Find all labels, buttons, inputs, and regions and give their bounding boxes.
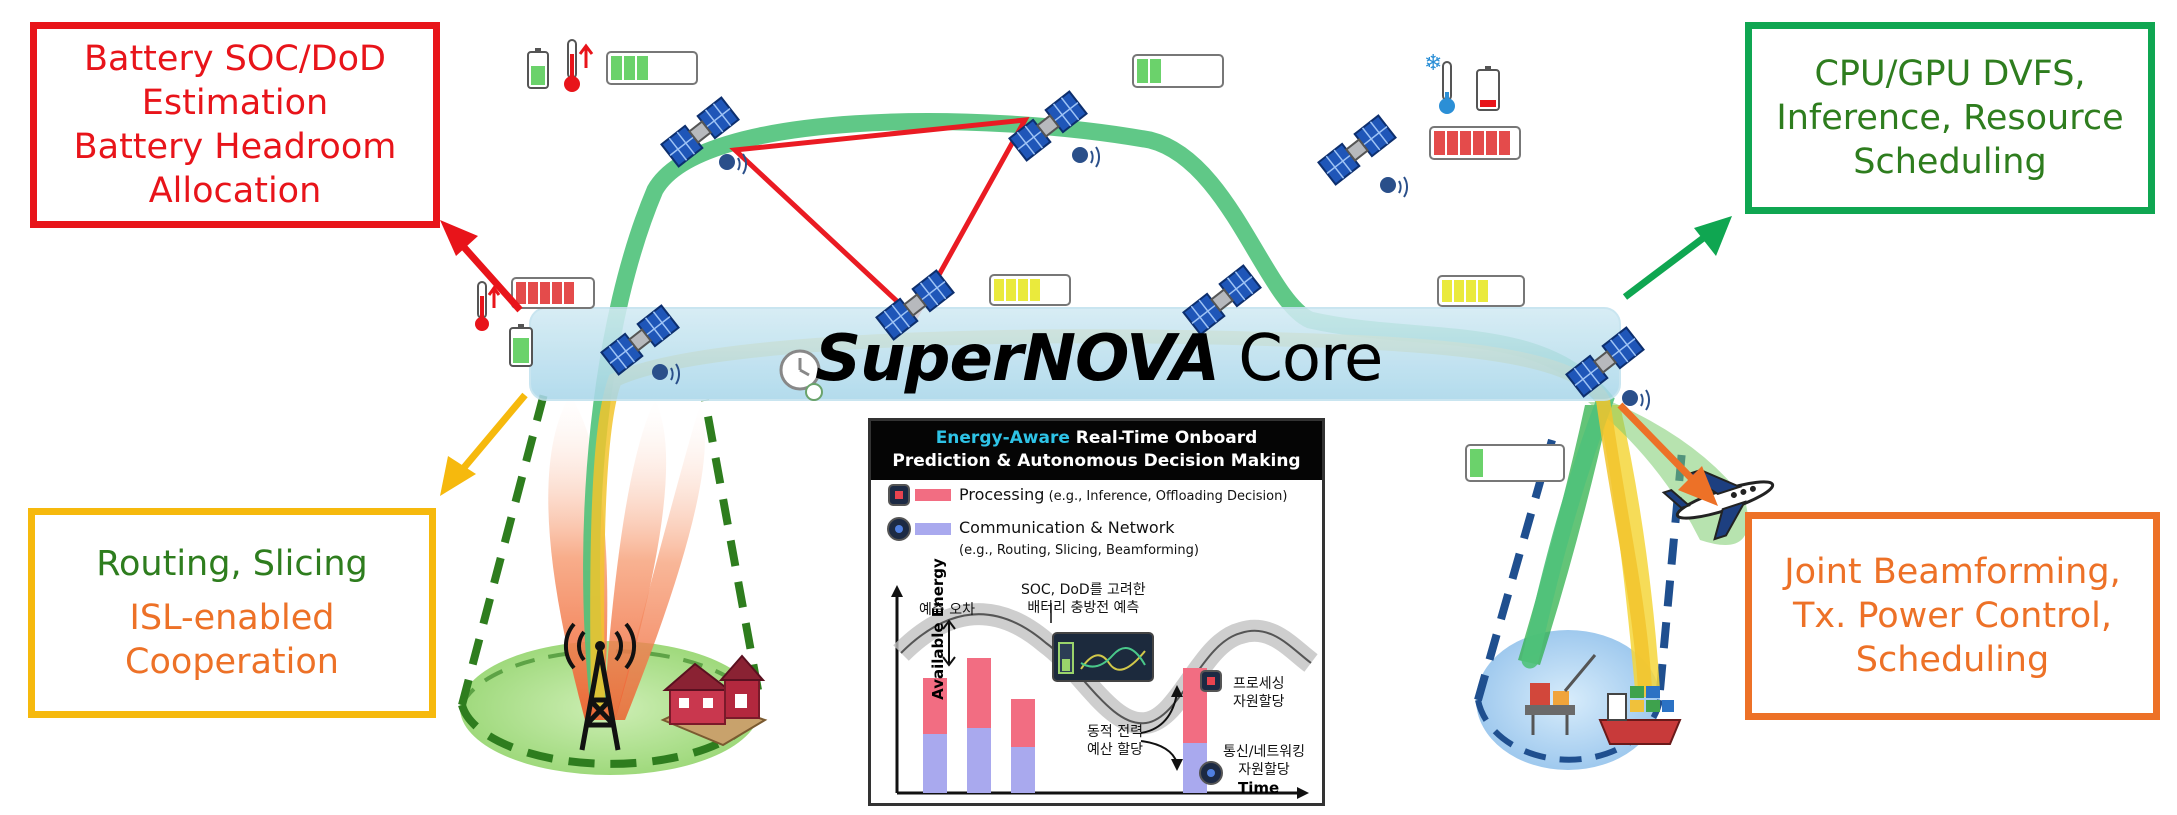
battery-estimation-box: Battery SOC/DoD Estimation Battery Headr…	[30, 22, 440, 228]
legend-comm-swatch	[915, 523, 951, 535]
bar-proc-3	[1011, 699, 1035, 747]
bar-comm-2	[967, 728, 991, 793]
panel-graphics	[887, 484, 1318, 799]
core-name-rest: Core	[1218, 322, 1383, 396]
callout-line: Cooperation	[125, 642, 339, 682]
beamforming-box: Joint Beamforming, Tx. Power Control, Sc…	[1745, 512, 2160, 720]
label-soc-line: 배터리 충방전 예측	[1027, 600, 1140, 616]
legend-comm-label: Communication & Network	[959, 518, 1175, 537]
panel-header: Energy-Aware Real-Time Onboard Predictio…	[871, 421, 1322, 480]
supernova-core-title: SuperNOVA Core	[815, 322, 1383, 396]
y-axis-label: Available Energy	[929, 558, 947, 700]
battery-level-bar	[1132, 54, 1224, 88]
bar-comm-3	[1011, 747, 1035, 793]
isl-red-links	[729, 117, 1030, 323]
house-icon	[660, 654, 768, 747]
callout-line: CPU/GPU DVFS,	[1814, 54, 2086, 94]
callout-line: Inference, Resource	[1776, 98, 2124, 138]
label-dynamic-line: 동적 전력	[1087, 724, 1143, 740]
label-proc-line: 자원할당	[1233, 694, 1285, 710]
battery-icon	[1476, 66, 1500, 111]
arrow-to-beam-box	[1617, 402, 1718, 506]
legend-processing-label: Processing	[959, 485, 1045, 504]
cell-tower-icon	[563, 622, 637, 751]
legend-comm-note: (e.g., Routing, Slicing, Beamforming)	[959, 539, 1199, 558]
legend-processing: Processing (e.g., Inference, Offloading …	[959, 485, 1287, 504]
callout-line: Tx. Power Control,	[1793, 596, 2112, 636]
network-icon	[887, 517, 911, 541]
battery-level-bar	[1465, 444, 1565, 482]
thermometer-icon	[564, 39, 594, 92]
error-arrow	[942, 619, 956, 667]
arrow-to-cpu-box	[1622, 216, 1732, 300]
battery-icon	[509, 324, 533, 367]
satellite-icon	[1317, 114, 1397, 186]
network-icon	[1199, 761, 1223, 785]
callout-line: Allocation	[148, 171, 322, 211]
processor-icon	[888, 484, 910, 506]
bar-proc-2	[967, 658, 991, 728]
callout-line: Battery Headroom	[73, 127, 397, 167]
label-soc-line: SOC, DoD를 고려한	[1021, 582, 1146, 598]
battery-level-bar	[1437, 275, 1525, 307]
arrow-to-routing-box	[440, 392, 528, 496]
label-processing-allocation: 프로세싱 자원할당	[1233, 675, 1285, 711]
legend-comm-note-text: (e.g., Routing, Slicing, Beamforming)	[959, 543, 1199, 558]
battery-icon	[527, 48, 549, 89]
bar-comm-1	[923, 734, 947, 793]
battery-level-bar	[989, 274, 1071, 306]
beam-left-3	[615, 405, 705, 720]
label-comm-line: 자원할당	[1238, 762, 1290, 778]
battery-level-bar	[511, 277, 595, 309]
callout-line: Scheduling	[1853, 142, 2047, 182]
label-comm-allocation: 통신/네트워킹 자원할당	[1223, 743, 1305, 779]
dashboard-icon	[1052, 632, 1154, 682]
arrow-to-battery-box	[440, 220, 523, 313]
energy-aware-panel: Energy-Aware Real-Time Onboard Predictio…	[868, 418, 1325, 806]
legend-processing-swatch	[915, 489, 951, 501]
dynamic-arrow	[1140, 692, 1178, 734]
callout-line: Battery SOC/DoD	[84, 39, 386, 79]
dish-icon	[1071, 146, 1101, 168]
bar-proc-1	[923, 678, 947, 734]
label-prediction-error: 예측 오차	[919, 602, 975, 618]
label-dynamic-line: 예산 할당	[1087, 742, 1143, 758]
routing-slicing-box: Routing, Slicing ISL-enabled Cooperation	[28, 508, 436, 718]
callout-line: Estimation	[141, 83, 329, 123]
callout-line: Scheduling	[1855, 640, 2050, 680]
ship-icon	[1598, 686, 1682, 745]
callout-line: Routing, Slicing	[96, 544, 368, 584]
energy-curve	[900, 613, 1312, 725]
label-dynamic-budget: 동적 전력 예산 할당	[1087, 723, 1143, 759]
legend-processing-note: (e.g., Inference, Offloading Decision)	[1044, 489, 1288, 504]
oil-platform-icon	[1525, 654, 1597, 735]
coverage-cone-left	[458, 388, 762, 707]
label-proc-line: 프로세싱	[1233, 676, 1285, 692]
label-comm-line: 통신/네트워킹	[1223, 744, 1305, 760]
clock-icon	[779, 349, 823, 401]
x-axis-label: Time	[1238, 779, 1280, 797]
thermometer-icon	[1439, 61, 1455, 114]
callout-line: Joint Beamforming,	[1784, 552, 2121, 592]
panel-header-line1: Real-Time Onboard	[1069, 428, 1258, 448]
coverage-cone-right	[1474, 438, 1687, 702]
panel-header-accent: Energy-Aware	[935, 428, 1070, 448]
cpu-gpu-dvfs-box: CPU/GPU DVFS, Inference, Resource Schedu…	[1745, 22, 2155, 214]
callout-line: ISL-enabled	[129, 598, 335, 638]
processor-icon	[1200, 670, 1222, 692]
panel-header-line2: Prediction & Autonomous Decision Making	[892, 451, 1301, 471]
core-name-italic: SuperNOVA	[815, 322, 1220, 396]
battery-level-bar	[1429, 126, 1521, 160]
dish-icon	[1379, 176, 1409, 198]
snowflake-icon: ❄	[1424, 51, 1442, 76]
thermometer-icon	[475, 281, 501, 331]
svg-text:❄: ❄	[1424, 51, 1442, 76]
battery-level-bar	[606, 51, 698, 85]
legend-comm: Communication & Network	[959, 518, 1175, 537]
label-soc-prediction: SOC, DoD를 고려한 배터리 충방전 예측	[1021, 581, 1146, 617]
